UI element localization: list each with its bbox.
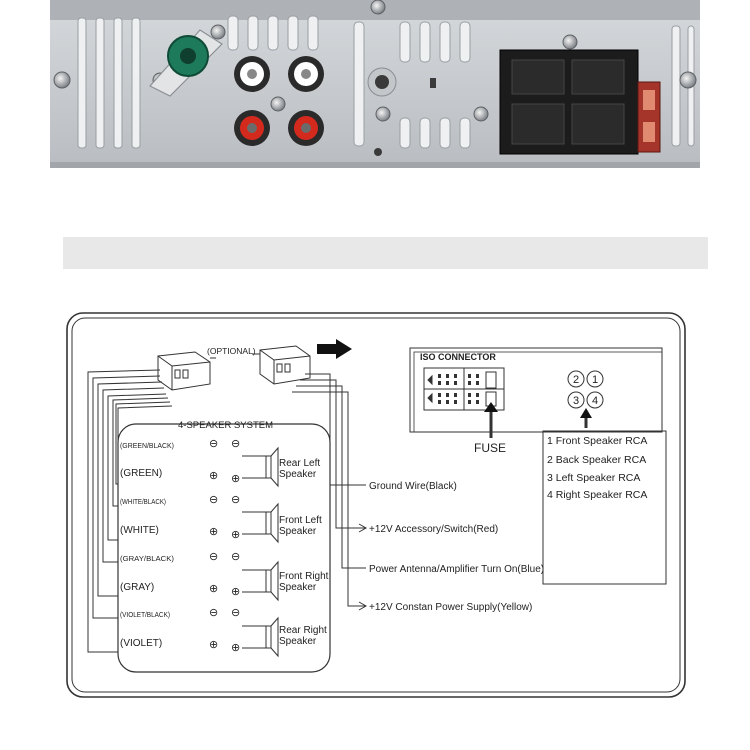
- wiring-diagram: [66, 312, 686, 698]
- minus-icon: ⊖: [209, 551, 218, 563]
- rca-white-left: [234, 56, 270, 92]
- speaker-front-left-line2: Speaker: [279, 526, 317, 537]
- minus-icon: ⊖: [209, 607, 218, 619]
- speaker-icon: [265, 560, 279, 602]
- rca-arrow-icon: [580, 408, 592, 428]
- rca-legend-1: 1 Front Speaker RCA: [547, 435, 647, 447]
- rca-red-right: [288, 110, 324, 146]
- rca-number-2: 2: [573, 374, 579, 386]
- polarity-marks: ⊖ ⊖ ⊕ ⊕ ⊖ ⊖ ⊕ ⊕ ⊖ ⊖ ⊕ ⊕ ⊖ ⊖ ⊕ ⊕: [209, 438, 240, 654]
- speaker-front-left-line1: Front Left: [279, 515, 322, 526]
- connector-right: [259, 345, 311, 385]
- speaker-rear-left-line1: Rear Left: [279, 458, 320, 469]
- plus-icon: ⊕: [209, 583, 218, 595]
- iso-connector-block: [499, 49, 661, 155]
- diagram-outer-frame: [66, 312, 686, 698]
- power-wire-antenna: Power Antenna/Amplifier Turn On(Blue): [369, 564, 544, 575]
- speaker-rear-left-line2: Speaker: [279, 469, 317, 480]
- rca-red-left: [234, 110, 270, 146]
- wire-label-violet-black: (VIOLET/BLACK): [120, 610, 170, 619]
- speaker-icons: [265, 446, 279, 658]
- rca-legend-2: 2 Back Speaker RCA: [547, 454, 646, 466]
- speaker-icon: [265, 446, 279, 488]
- antenna-socket: [149, 29, 223, 97]
- separator-band: [63, 237, 708, 269]
- speaker-system-box: [117, 423, 331, 673]
- yellow-wire-arrow-icon: [358, 601, 368, 611]
- minus-icon: ⊖: [231, 607, 240, 619]
- speaker-icon: [265, 616, 279, 658]
- optional-label: (OPTIONAL): [207, 346, 256, 356]
- rca-number-3: 3: [573, 395, 579, 407]
- wire-label-gray-black: (GRAY/BLACK): [120, 554, 175, 563]
- rear-panel-photo: [50, 0, 700, 168]
- screws: [53, 0, 697, 122]
- rca-number-circles: [567, 370, 604, 409]
- rca-legend-box: [542, 430, 667, 585]
- minus-icon: ⊖: [231, 494, 240, 506]
- wire-label-white: (WHITE): [120, 525, 159, 536]
- wire-label-green: (GREEN): [120, 468, 162, 479]
- power-wire-constant: +12V Constan Power Supply(Yellow): [369, 602, 532, 613]
- power-wire-accessory: +12V Accessory/Switch(Red): [369, 524, 498, 535]
- rca-white-right: [288, 56, 324, 92]
- red-wire-arrow-icon: [358, 523, 368, 533]
- fuse-label: FUSE: [474, 441, 506, 455]
- iso-connector-title: ISO CONNECTOR: [420, 352, 496, 362]
- speaker-wires: [242, 455, 266, 649]
- plus-icon: ⊕: [231, 586, 240, 598]
- plus-icon: ⊕: [231, 473, 240, 485]
- diagram-inner-frame: [71, 317, 681, 693]
- panel-bottom-edge: [50, 162, 700, 168]
- speaker-rear-right-line2: Speaker: [279, 636, 317, 647]
- rca-number-1: 1: [592, 374, 598, 386]
- speaker-icon: [265, 502, 279, 544]
- wire-label-violet: (VIOLET): [120, 638, 162, 649]
- power-wire-ground: Ground Wire(Black): [369, 481, 457, 492]
- wire-label-gray: (GRAY): [120, 582, 154, 593]
- plus-icon: ⊕: [231, 529, 240, 541]
- plus-icon: ⊕: [231, 642, 240, 654]
- minus-icon: ⊖: [209, 494, 218, 506]
- arrow-right-icon: [317, 339, 352, 359]
- speaker-front-right-line2: Speaker: [279, 582, 317, 593]
- rca-legend-4: 4 Right Speaker RCA: [547, 489, 647, 501]
- wire-label-green-black: (GREEN/BLACK): [120, 441, 174, 450]
- iso-connector-inner: [413, 351, 663, 433]
- rca-legend-3: 3 Left Speaker RCA: [547, 472, 640, 484]
- speaker-rear-right-line1: Rear Right: [279, 625, 327, 636]
- iso-connector-pins: [438, 374, 479, 404]
- rca-number-4: 4: [592, 395, 598, 407]
- speaker-system-title: 4-SPEAKER SYSTEM: [178, 420, 273, 431]
- rca-jacks: [234, 56, 324, 146]
- speaker-front-right-line1: Front Right: [279, 571, 329, 582]
- minus-icon: ⊖: [231, 438, 240, 450]
- plus-icon: ⊕: [209, 470, 218, 482]
- fuse-arrow-icon: [484, 402, 498, 438]
- minus-icon: ⊖: [209, 438, 218, 450]
- center-mount-hole: [367, 67, 436, 156]
- diagram-text: (OPTIONAL) 4-SPEAKER SYSTEM (GREEN/BLACK…: [120, 346, 647, 654]
- connector-left: [157, 351, 211, 391]
- speaker-harness-wires: [87, 369, 173, 653]
- wire-label-white-black: (WHITE/BLACK): [120, 497, 166, 506]
- power-harness-wires: [292, 373, 368, 611]
- vent-slots: [77, 15, 695, 149]
- minus-icon: ⊖: [231, 551, 240, 563]
- plus-icon: ⊕: [209, 526, 218, 538]
- plus-icon: ⊕: [209, 639, 218, 651]
